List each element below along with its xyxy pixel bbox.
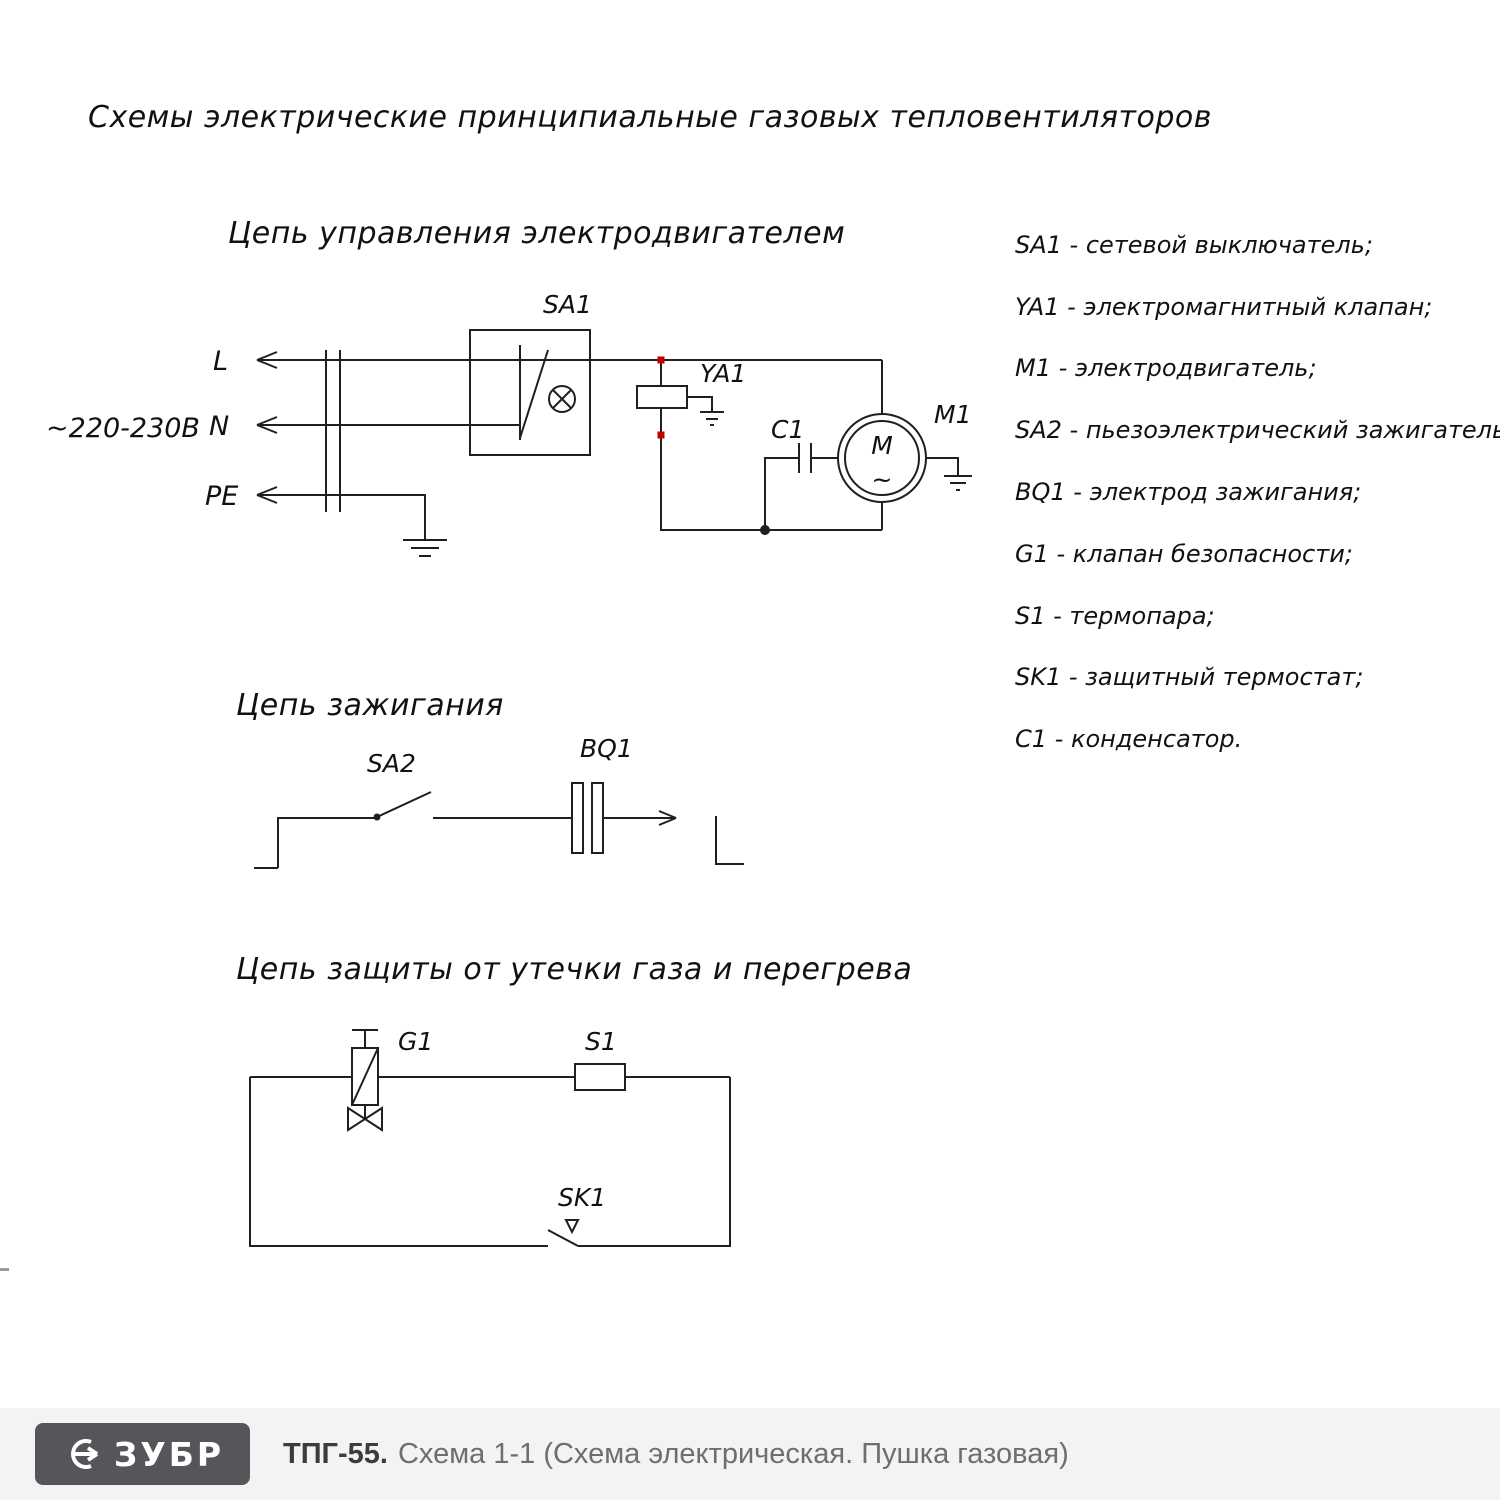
label-sa2: SA2 bbox=[367, 749, 416, 778]
circuit1-diagram bbox=[256, 329, 972, 557]
red-junction-dot bbox=[657, 431, 665, 439]
legend-item-s1: S1 - термопара; bbox=[1015, 601, 1215, 630]
wire-segment bbox=[687, 396, 713, 412]
sa1-switch-symbol bbox=[469, 329, 591, 456]
switch-blade bbox=[547, 1229, 579, 1247]
wire-segment bbox=[764, 457, 799, 530]
legend-item-g1: G1 - клапан безопасности; bbox=[1015, 539, 1353, 568]
wire-segment bbox=[257, 494, 426, 540]
stray-mark bbox=[0, 1268, 9, 1271]
circuit3-diagram bbox=[249, 1029, 731, 1247]
schematic-artwork: ~220-230В L N PE SA1 YA1 C1 M1 M ~ SA2 B… bbox=[46, 290, 972, 1247]
sa1-box bbox=[469, 329, 591, 456]
label-bq1: BQ1 bbox=[580, 734, 633, 763]
valve-actuator bbox=[352, 1029, 378, 1048]
switch-blade bbox=[376, 791, 432, 818]
arrow-left-icon bbox=[256, 486, 278, 504]
label-voltage: ~220-230В bbox=[46, 413, 200, 444]
label-line-l: L bbox=[213, 346, 228, 377]
red-junction-dot bbox=[657, 356, 665, 364]
zubr-logo: ЗУБР bbox=[35, 1423, 250, 1485]
motor-inner-circle bbox=[844, 420, 920, 496]
connector-symbol bbox=[325, 350, 341, 512]
label-line-pe: PE bbox=[205, 481, 238, 512]
label-sa1: SA1 bbox=[543, 290, 592, 319]
wire-segment bbox=[578, 1077, 731, 1247]
junction-dots bbox=[657, 356, 770, 535]
legend-item-sk1: SK1 - защитный термостат; bbox=[1015, 663, 1364, 692]
legend-item-bq1: BQ1 - электрод зажигания; bbox=[1015, 478, 1362, 507]
circuit3-title: Цепь защиты от утечки газа и перегрева bbox=[236, 952, 913, 987]
arrow-left-icon bbox=[256, 416, 278, 434]
m1-motor-symbol bbox=[837, 360, 972, 530]
ya1-coil bbox=[636, 385, 688, 409]
wire-segment bbox=[660, 408, 882, 531]
arrow-left-icon bbox=[256, 351, 278, 369]
circuit2-diagram bbox=[254, 782, 744, 869]
wire-segment bbox=[926, 457, 959, 476]
label-motor-ac: ~ bbox=[872, 465, 893, 494]
terminal-left bbox=[254, 817, 374, 869]
capacitor-plates bbox=[798, 443, 812, 473]
sk1-thermostat-symbol bbox=[547, 1219, 580, 1247]
sa2-switch-symbol bbox=[373, 791, 432, 821]
circuit2-title: Цепь зажигания bbox=[236, 688, 504, 723]
zubr-logo-icon bbox=[70, 1439, 98, 1469]
legend-item-ya1: YA1 - электромагнитный клапан; bbox=[1015, 292, 1433, 321]
page-title: Схемы электрические принципиальные газов… bbox=[88, 100, 1212, 135]
legend-item-c1: C1 - конденсатор. bbox=[1015, 725, 1243, 754]
wire-n bbox=[256, 416, 520, 434]
arrow-right-icon bbox=[658, 810, 677, 826]
zubr-logo-text: ЗУБР bbox=[113, 1434, 225, 1474]
label-ya1: YA1 bbox=[700, 359, 746, 388]
electrode-plate bbox=[591, 782, 604, 854]
junction-dot bbox=[760, 525, 770, 535]
bq1-electrode-symbol bbox=[571, 782, 604, 854]
legend-item-m1: M1 - электродвигатель; bbox=[1015, 354, 1317, 383]
legend-item-sa2: SA2 - пьезоэлектрический зажигатель; bbox=[1015, 416, 1500, 445]
wire-segment bbox=[249, 1077, 548, 1247]
wire-l bbox=[256, 351, 882, 369]
legend-item-sa1: SA1 - сетевой выключатель; bbox=[1015, 230, 1373, 259]
schematic-labels: ~220-230В L N PE SA1 YA1 C1 M1 M ~ SA2 B… bbox=[46, 290, 971, 1212]
s1-thermocouple-symbol bbox=[574, 1063, 626, 1091]
label-m1: M1 bbox=[934, 400, 971, 429]
footer-caption: Схема 1-1 (Схема электрическая. Пушка га… bbox=[397, 1437, 1069, 1470]
label-motor-m: M bbox=[871, 431, 893, 460]
sa1-blade bbox=[519, 349, 549, 439]
circuit1-title: Цепь управления электродвигателем bbox=[228, 216, 846, 251]
valve-bowtie bbox=[347, 1106, 383, 1132]
footer-bar: ЗУБР ТПГ-55. Схема 1-1 (Схема электричес… bbox=[0, 1408, 1500, 1500]
valve-diagonal bbox=[351, 1047, 379, 1106]
ya1-coil-symbol bbox=[636, 360, 882, 531]
ground-symbol bbox=[403, 539, 447, 557]
c1-capacitor-symbol bbox=[764, 443, 838, 530]
legend: SA1 - сетевой выключатель; YA1 - электро… bbox=[1015, 214, 1500, 770]
thermal-contact-triangle bbox=[564, 1219, 580, 1235]
terminal-right bbox=[715, 816, 744, 865]
label-sk1: SK1 bbox=[558, 1183, 606, 1212]
label-g1: G1 bbox=[398, 1027, 433, 1056]
label-c1: C1 bbox=[771, 415, 804, 444]
ground-symbol bbox=[944, 475, 972, 491]
sa1-lamp-icon bbox=[548, 385, 576, 413]
wire-pe bbox=[256, 486, 447, 557]
label-s1: S1 bbox=[585, 1027, 617, 1056]
sa1-lamp-cross bbox=[552, 389, 572, 409]
footer-model: ТПГ-55. bbox=[283, 1437, 388, 1470]
footer-caption-row: ТПГ-55. Схема 1-1 (Схема электрическая. … bbox=[283, 1408, 1069, 1500]
label-line-n: N bbox=[209, 411, 229, 442]
ground-symbol bbox=[700, 411, 724, 426]
electrode-plate bbox=[571, 782, 584, 854]
g1-valve-symbol bbox=[347, 1029, 383, 1132]
